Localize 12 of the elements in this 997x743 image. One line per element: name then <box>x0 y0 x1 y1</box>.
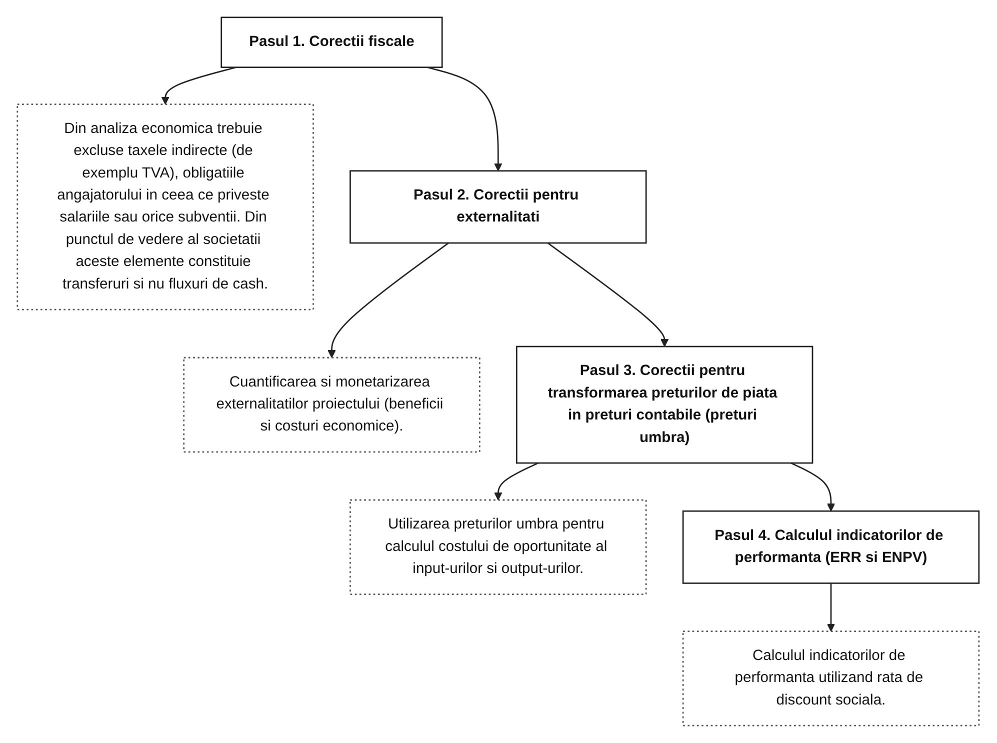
node-box: Pasul 4. Calculul indicatorilor de performanta (ERR si ENPV) <box>682 510 980 584</box>
arrow <box>162 66 237 105</box>
node-box: Pasul 3. Corectii pentru transformarea preturilor de piata in preturi contabile (preturi umbra) <box>516 346 814 464</box>
arrow <box>428 66 503 172</box>
arrow <box>827 583 836 632</box>
node-box: Calculul indicatorilor de performanta utilizand rata de discount sociala. <box>682 630 980 726</box>
node-box: Pasul 2. Corectii pentru externalitati <box>350 170 648 244</box>
arrow <box>494 462 539 500</box>
arrow <box>548 242 669 347</box>
arrow <box>328 242 450 358</box>
arrow <box>790 462 836 512</box>
node-box: Pasul 1. Corectii fiscale <box>221 16 444 68</box>
